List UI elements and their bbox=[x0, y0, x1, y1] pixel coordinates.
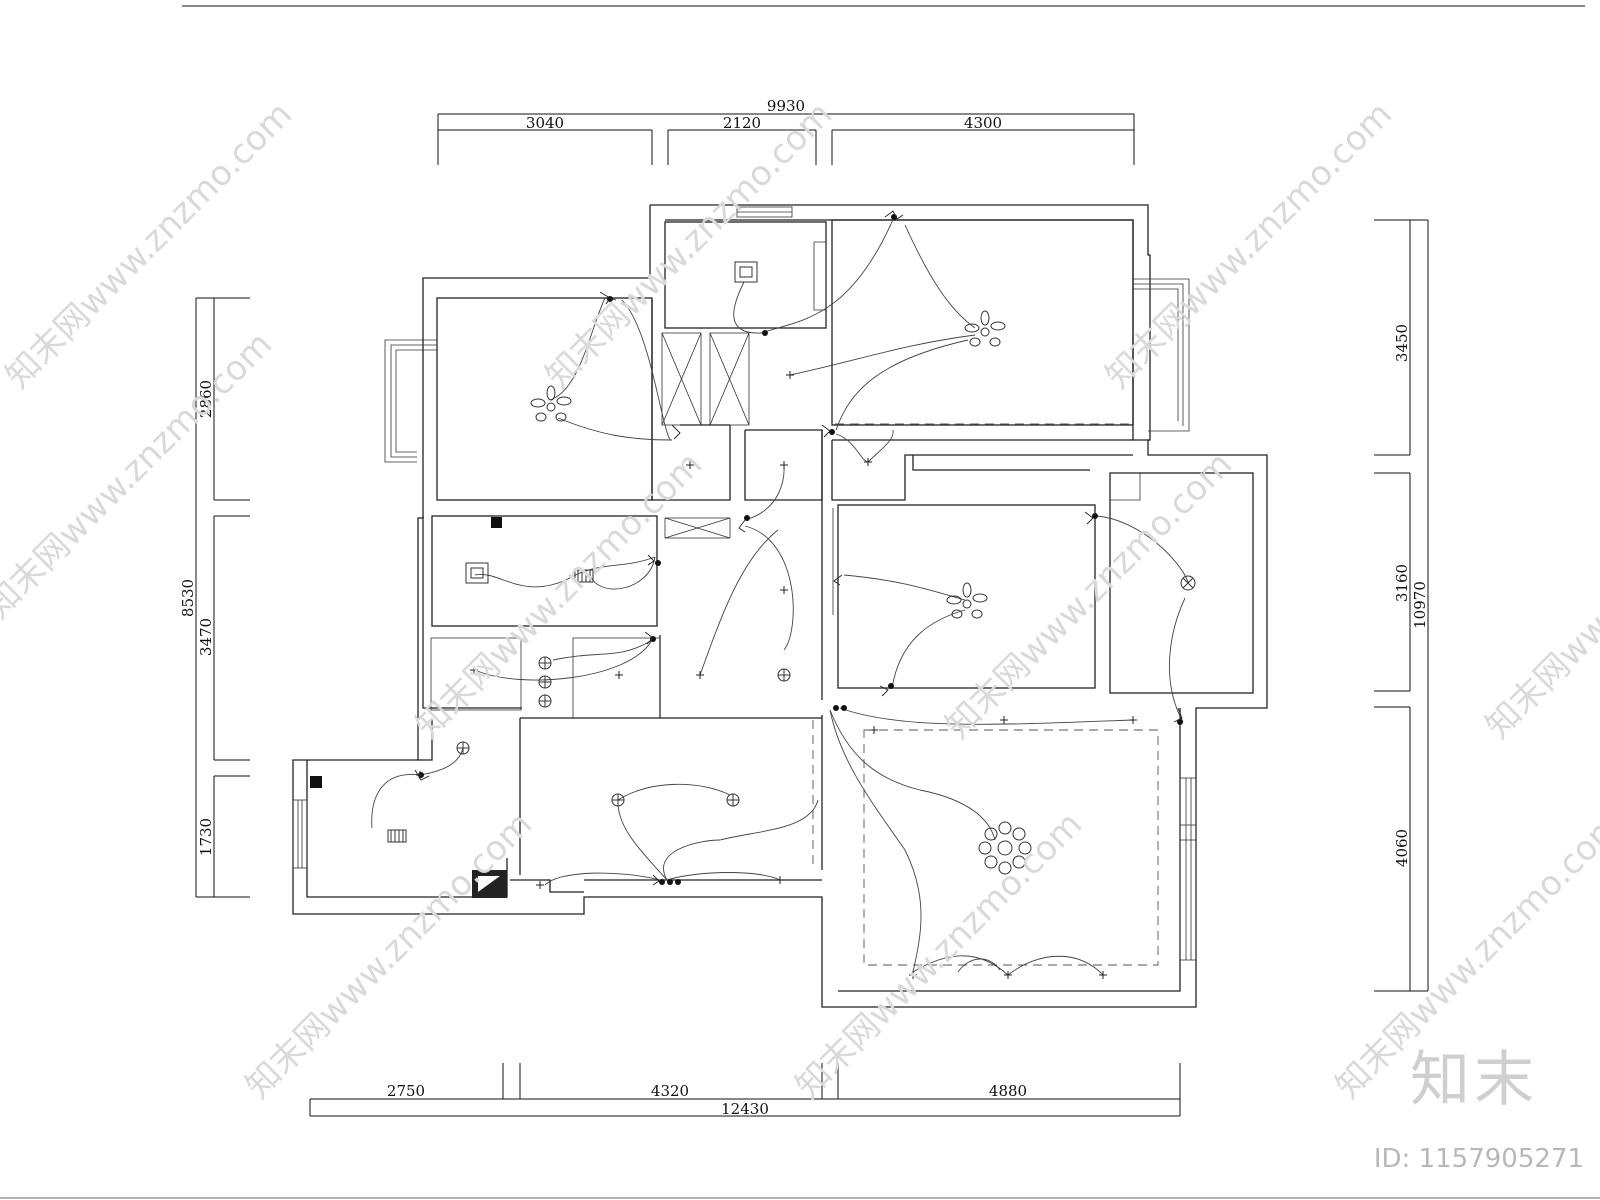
dim-bottom-total: 12430 bbox=[721, 1100, 769, 1118]
dim-bottom-part-3: 4880 bbox=[989, 1082, 1027, 1100]
watermark-text: 知末网www.znzmo.com bbox=[238, 804, 540, 1106]
pendant-lamp-second-bedroom bbox=[946, 582, 988, 619]
dim-top-part-3: 4300 bbox=[964, 114, 1002, 132]
dimension-labels: 9930 3040 2120 4300 2750 4320 4880 12430… bbox=[179, 97, 1429, 1118]
door-markers bbox=[414, 210, 1183, 886]
watermark-text: 知末网www.znzmo.com bbox=[1478, 444, 1600, 746]
dim-top-part-2: 2120 bbox=[723, 114, 761, 132]
downlight-markers bbox=[416, 371, 1137, 979]
watermark-layer: 知末网www.znzmo.com 知末网www.znzmo.com 知末网www… bbox=[0, 94, 1600, 1106]
walls bbox=[292, 204, 1268, 1008]
round-lamps bbox=[456, 575, 1196, 807]
dim-left-part-3: 1730 bbox=[197, 818, 215, 856]
pendant-lamp-left-bedroom bbox=[530, 385, 572, 422]
asset-id-label: ID: 1157905271 bbox=[1373, 1144, 1584, 1174]
chandelier-living-room bbox=[978, 821, 1032, 875]
watermark-text: 知末网www.znzmo.com bbox=[1098, 94, 1400, 396]
dim-left-total: 8530 bbox=[179, 579, 197, 617]
watermark-text: 知末网www.znzmo.com bbox=[538, 94, 840, 396]
lighting-wires bbox=[371, 214, 1189, 976]
brand-logo-text: 知末 bbox=[1410, 1045, 1538, 1115]
watermark-text: 知末网www.znzmo.com bbox=[408, 444, 710, 746]
dimension-lines bbox=[195, 113, 1429, 1117]
ceiling-lamp-fixtures bbox=[387, 261, 1196, 875]
watermark-text: 知末网www.znzmo.com bbox=[788, 804, 1090, 1106]
switch-points bbox=[418, 214, 1183, 885]
dim-right-part-1: 3450 bbox=[1393, 324, 1411, 362]
dim-bottom-part-2: 4320 bbox=[651, 1082, 689, 1100]
column-markers bbox=[310, 517, 507, 898]
dim-top-part-1: 3040 bbox=[526, 114, 564, 132]
dim-right-part-3: 4060 bbox=[1393, 829, 1411, 867]
watermark-text: 知末网www.znzmo.com bbox=[938, 444, 1240, 746]
exhaust-fans bbox=[387, 261, 758, 843]
dim-left-part-1: 2860 bbox=[197, 380, 215, 418]
dim-left-part-2: 3470 bbox=[197, 618, 215, 656]
pendant-lamp-master-bedroom bbox=[964, 310, 1006, 347]
dim-top-total: 9930 bbox=[767, 97, 805, 115]
dim-bottom-part-1: 2750 bbox=[387, 1082, 425, 1100]
dim-right-total: 10970 bbox=[1411, 581, 1429, 629]
dim-right-part-2: 3160 bbox=[1393, 564, 1411, 602]
